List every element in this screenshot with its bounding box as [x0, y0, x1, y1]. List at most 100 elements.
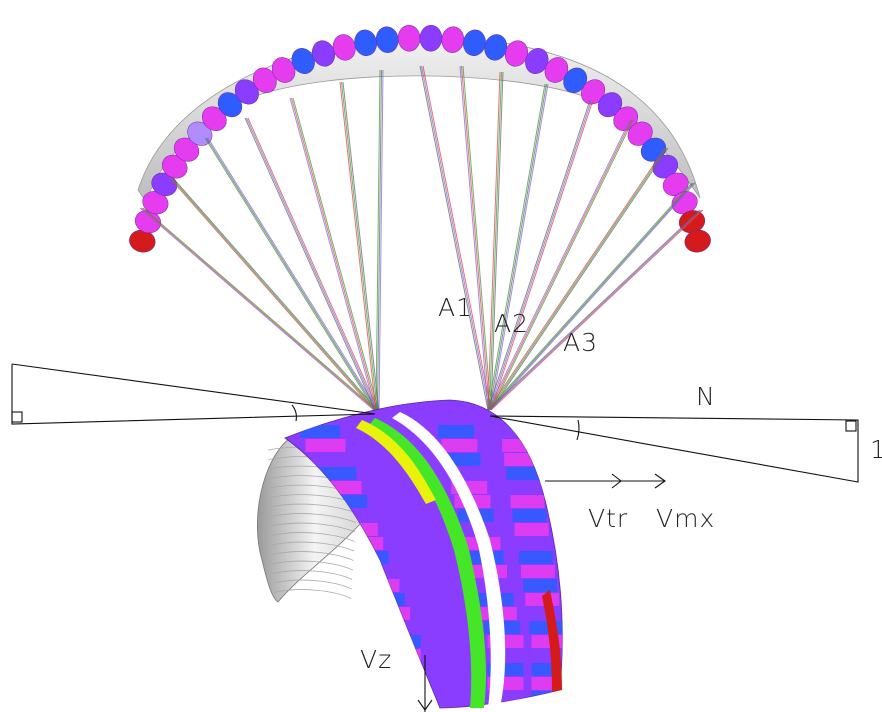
suspension-line	[291, 97, 378, 413]
wing-panel	[516, 537, 551, 550]
line-label-a1: A1	[438, 293, 473, 322]
suspension-line	[489, 99, 592, 411]
suspension-line	[206, 137, 378, 413]
rib-line	[272, 560, 353, 571]
wing-panel	[359, 579, 400, 592]
suspension-line	[489, 71, 502, 411]
suspension-line	[487, 99, 591, 411]
suspension-line	[419, 65, 489, 411]
suspension-line	[292, 97, 380, 413]
wing-panel	[441, 439, 478, 452]
trim-speed-label: Vtr	[588, 504, 628, 533]
suspension-line	[204, 137, 377, 413]
suspension-line	[487, 71, 501, 411]
suspension-line	[490, 119, 634, 411]
suspension-line	[487, 209, 701, 411]
wing-panel	[506, 467, 541, 480]
suspension-line	[490, 99, 594, 411]
canopy-top-cells	[129, 24, 711, 253]
suspension-line	[459, 65, 489, 411]
suspension-line	[139, 207, 377, 413]
suspension-line	[490, 147, 669, 411]
suspension-line	[489, 119, 632, 411]
glide-angle-triangle-left	[11, 363, 376, 425]
suspension-line	[487, 119, 631, 411]
wing-panel	[531, 635, 563, 648]
wing-panel	[348, 551, 389, 564]
suspension-line	[462, 65, 492, 411]
suspension-line	[169, 177, 377, 413]
suspension-line	[490, 83, 549, 411]
wing-panel	[529, 621, 563, 634]
line-label-a2: A2	[494, 309, 529, 338]
canopy-front-view	[129, 24, 711, 253]
horizontal-speed-arrows	[545, 473, 666, 489]
max-speed-label: Vmx	[656, 504, 715, 533]
wing-panel	[510, 495, 545, 508]
suspension-line	[490, 209, 704, 411]
rib-line	[271, 541, 355, 552]
wing-panel	[514, 523, 549, 536]
rib-line	[273, 570, 353, 580]
glide-angle-triangle-right	[489, 415, 859, 483]
wing-panel	[300, 425, 340, 438]
glide-ratio-one-label: 1	[870, 435, 882, 464]
suspension-line	[171, 177, 378, 413]
wing-side-view	[256, 399, 563, 709]
rib-line	[271, 532, 355, 542]
suspension-line	[247, 117, 380, 413]
glide-ratio-n-label: N	[696, 382, 716, 411]
line-label-a3: A3	[563, 328, 598, 357]
vertical-speed-arrow	[417, 655, 433, 712]
suspension-line	[489, 83, 547, 411]
wing-panel	[375, 621, 416, 634]
wing-panel	[364, 593, 405, 606]
suspension-line	[375, 69, 381, 413]
suspension-line	[377, 69, 382, 413]
suspension-line	[489, 209, 702, 411]
suspension-line	[487, 182, 693, 411]
suspension-line	[421, 65, 490, 411]
rib-line	[273, 579, 352, 590]
wing-panel	[354, 565, 394, 578]
wing-panel	[310, 453, 351, 466]
suspension-line	[489, 182, 694, 411]
wing-panel	[527, 607, 562, 620]
wing-panel	[500, 425, 534, 438]
rib-line	[270, 503, 357, 514]
suspension-line	[289, 97, 377, 413]
wing-panel	[343, 537, 384, 550]
suspension-line	[487, 147, 666, 411]
suspension-lines	[139, 65, 704, 413]
rib-line	[273, 589, 352, 599]
suspension-line	[244, 117, 377, 413]
rib-line	[270, 513, 356, 523]
wing-yellow-stripe	[356, 420, 436, 504]
canopy-cell	[684, 229, 711, 253]
suspension-line	[342, 81, 380, 413]
suspension-line	[142, 207, 380, 413]
suspension-line	[207, 137, 380, 413]
suspension-line	[487, 83, 546, 411]
wing-panel	[521, 565, 555, 578]
suspension-line	[490, 182, 696, 411]
wing-green-stripe	[368, 418, 487, 708]
suspension-line	[341, 81, 378, 413]
wing-panel	[525, 593, 560, 606]
wing-panel	[370, 607, 411, 620]
wing-panel	[508, 481, 543, 494]
wing-panel	[523, 579, 558, 592]
suspension-line	[246, 117, 378, 413]
suspension-line	[339, 81, 377, 413]
suspension-line	[422, 65, 492, 411]
wing-panel	[518, 551, 553, 564]
suspension-line	[489, 147, 667, 411]
wing-panel	[512, 509, 547, 522]
wing-panel	[438, 425, 474, 438]
wing-leading-edge-stripe	[392, 412, 506, 708]
wing-panel	[381, 691, 421, 704]
suspension-line	[461, 65, 490, 411]
wing-panel	[502, 439, 537, 452]
wing-panel	[305, 439, 346, 452]
